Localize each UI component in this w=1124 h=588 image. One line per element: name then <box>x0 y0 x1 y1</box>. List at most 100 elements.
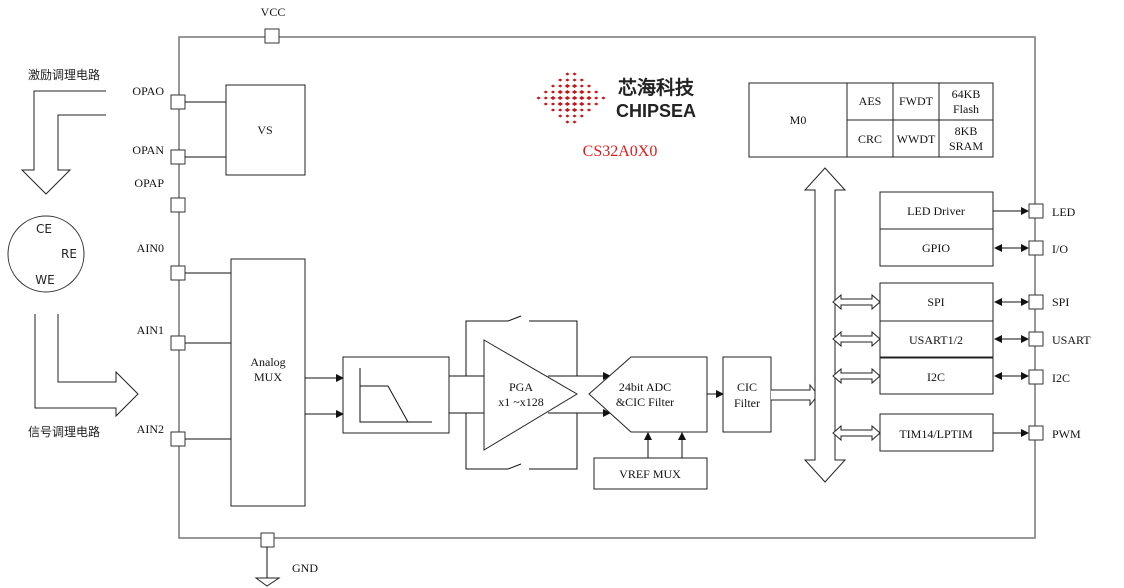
adc-label-2: &CIC Filter <box>616 395 674 409</box>
logo-dot <box>579 78 584 82</box>
excitation-arrow-icon <box>20 90 106 195</box>
sram-label: SRAM <box>949 139 983 153</box>
vs-block <box>225 84 306 176</box>
led-driver-label: LED Driver <box>907 204 965 218</box>
logo-dot <box>579 108 584 112</box>
fwdt-label: FWDT <box>899 94 934 108</box>
pin-label-ain0: AIN0 <box>137 241 164 255</box>
gnd-label: GND <box>292 561 318 575</box>
logo-dot <box>565 114 570 118</box>
bus-peripheral-arrows <box>832 293 881 442</box>
logo-dot <box>571 84 578 88</box>
logo-dot <box>558 108 563 112</box>
cic-label-2: Filter <box>734 396 760 410</box>
logo-dot <box>557 102 563 106</box>
pin-spi <box>1028 294 1044 310</box>
system-bus <box>803 167 847 483</box>
gpio-block <box>879 228 994 267</box>
chip-part-number: CS32A0X0 <box>583 143 658 160</box>
logo-dot <box>586 102 592 106</box>
logo-dot <box>558 78 563 82</box>
vs-label: VS <box>257 123 272 137</box>
logo-dot <box>571 108 578 112</box>
cic-label-1: CIC <box>737 380 757 394</box>
logo-dot <box>564 108 571 112</box>
pin-label-led: LED <box>1052 205 1076 219</box>
logo-dot <box>579 96 585 100</box>
logo-dot <box>543 96 548 100</box>
logo-dot <box>572 72 577 76</box>
pin-led <box>1028 203 1044 219</box>
chip-outline <box>178 36 1036 539</box>
logo-dot <box>586 108 592 112</box>
logo-dot <box>601 96 606 100</box>
spi-label: SPI <box>927 295 944 309</box>
low-pass-filter-icon <box>359 368 432 423</box>
pga-gain-label: x1 ~x128 <box>498 395 544 409</box>
pin-pwm <box>1028 425 1044 441</box>
logo-dot <box>543 90 548 94</box>
logo-dot <box>550 90 556 94</box>
crc-block <box>846 119 894 158</box>
logo-dot <box>550 108 556 112</box>
i2c-block <box>879 357 994 395</box>
pin-i2c <box>1028 369 1044 385</box>
logo-dot <box>557 96 563 100</box>
logo-dot <box>594 96 599 100</box>
tim-block <box>879 413 994 452</box>
analog-mux-block <box>230 258 306 507</box>
pin-usart <box>1028 331 1044 347</box>
logo-dot <box>571 102 578 106</box>
vcc-pin <box>264 28 280 44</box>
logo-dot <box>572 120 577 124</box>
logo-dot <box>550 84 556 88</box>
pin-opap <box>170 197 186 213</box>
logo-dot <box>558 84 563 88</box>
pin-ain2 <box>170 431 186 447</box>
logo-dot <box>571 90 578 94</box>
pin-label-opap: OPAP <box>134 176 164 190</box>
low-pass-filter-block <box>342 356 450 434</box>
pin-label-i2c: I2C <box>1052 371 1070 385</box>
cic-filter-block <box>722 356 772 433</box>
wwdt-label: WWDT <box>897 132 936 146</box>
spi-block <box>879 282 994 322</box>
electrode-re: RE <box>61 247 77 261</box>
pin-label-usart: USART <box>1052 333 1091 347</box>
logo-dot <box>586 90 592 94</box>
logo-dot <box>564 102 571 106</box>
aes-label: AES <box>859 94 882 108</box>
pin-label-pwm: PWM <box>1052 427 1081 441</box>
logo-dot <box>543 102 548 106</box>
pga-amplifier <box>483 339 578 451</box>
vref-mux-label: VREF MUX <box>619 467 681 481</box>
electrode-we: WE <box>35 273 54 287</box>
pin-label-io: I/O <box>1052 242 1068 256</box>
brand-cn: 芯海科技 <box>618 76 695 99</box>
vcc-label: VCC <box>261 5 286 19</box>
flash-size-label: 64KB <box>952 87 981 101</box>
usart-label: USART1/2 <box>909 333 963 347</box>
pin-label-ain2: AIN2 <box>137 422 164 436</box>
tim-label: TIM14/LPTIM <box>899 427 973 441</box>
led-driver-block <box>879 191 994 230</box>
cic-to-bus-arrow <box>771 383 819 407</box>
logo-dot <box>550 102 556 106</box>
ground-icon <box>254 577 281 587</box>
logo-dot <box>586 96 592 100</box>
logo-dot <box>579 84 584 88</box>
flash-block <box>938 82 994 121</box>
analog-mux-label-2: MUX <box>254 370 282 384</box>
logo-dot <box>594 90 599 94</box>
logo-dot <box>564 90 571 94</box>
logo-dot <box>557 90 563 94</box>
logo-dot <box>572 114 577 118</box>
gnd-pin <box>260 532 275 548</box>
signal-arrow-icon <box>34 314 139 418</box>
analog-mux-label-1: Analog <box>250 355 285 369</box>
electrode-ce: CE <box>36 222 52 236</box>
logo-dot <box>565 72 570 76</box>
aes-block <box>846 82 894 121</box>
logo-dot <box>579 114 584 118</box>
logo-dot <box>558 114 563 118</box>
